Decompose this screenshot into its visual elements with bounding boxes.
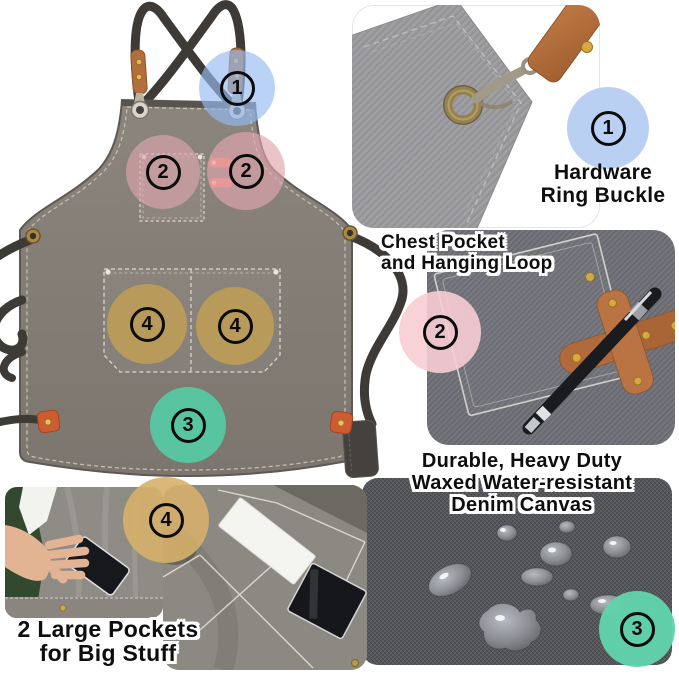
marker-photo-ring-buckle: 1: [567, 87, 649, 169]
pocket-edge: [5, 597, 163, 618]
marker-apron-large-pocket-left: 4: [107, 284, 187, 364]
callout-number: 2: [422, 314, 458, 350]
label-line: Durable, Heavy Duty: [421, 450, 623, 472]
callout-number: 3: [170, 407, 206, 443]
inset-photo-ring-buckle: [352, 5, 600, 228]
apron-corner-fabric: [352, 5, 533, 228]
marker-apron-hanging-loop: 2: [207, 132, 285, 210]
callout-number: 4: [148, 502, 184, 538]
strap-end: [342, 419, 379, 479]
label-chest-pocket: Chest Pocket and Hanging Loop: [381, 232, 553, 274]
tablet: [287, 562, 367, 640]
callout-number: 2: [145, 154, 181, 190]
fingers: [38, 534, 90, 584]
marker-photo-large-pockets: 4: [123, 477, 209, 563]
pocket-rivet: [351, 659, 359, 667]
callout-number: 3: [619, 611, 655, 647]
label-line: and Hanging Loop: [381, 253, 553, 274]
inset-photo-hand-phone: [5, 487, 163, 618]
callout-number: 4: [217, 308, 253, 344]
label-line: Denim Canvas: [451, 494, 593, 516]
droplet-highlights: [439, 528, 617, 621]
label-line: Chest Pocket: [381, 232, 505, 253]
label-line: Waxed Water-resistant: [411, 472, 633, 494]
marker-apron-canvas: 3: [150, 387, 226, 463]
pocket-rivet: [585, 272, 595, 282]
arm: [5, 525, 51, 581]
marker-photo-chest-pocket: 2: [399, 291, 481, 373]
edge-stitching: [26, 106, 346, 471]
label-line: 2 Large Pockets: [17, 616, 199, 642]
label-line: Ring Buckle: [540, 184, 666, 207]
marker-apron-large-pocket-right: 4: [196, 287, 274, 365]
callout-number: 1: [219, 70, 255, 106]
marker-photo-water-resistant: 3: [599, 591, 675, 667]
hand-phone-illustration: [5, 487, 163, 618]
callout-number: 2: [228, 153, 264, 189]
label-large-pockets: 2 Large Pockets for Big Stuff: [0, 617, 216, 665]
callout-number: 1: [590, 110, 626, 146]
marker-apron-chest-pocket: 2: [126, 135, 200, 209]
pen: [522, 287, 662, 435]
leather-strap: [527, 5, 600, 83]
label-denim-canvas: Durable, Heavy Duty Waxed Water-resistan…: [372, 450, 672, 516]
ring-buckle-illustration: [352, 5, 600, 228]
side-grommets: [25, 225, 358, 244]
marker-apron-strap-buckle: 1: [199, 50, 275, 126]
strap-end-tabs: [36, 409, 354, 435]
callout-number: 4: [129, 306, 165, 342]
label-hardware-ring-buckle: Hardware Ring Buckle: [513, 161, 679, 207]
shirt: [19, 487, 57, 535]
towel: [218, 497, 316, 585]
fabric-fold: [273, 485, 367, 533]
label-line: for Big Stuff: [39, 640, 177, 666]
label-line: Hardware: [553, 161, 653, 184]
